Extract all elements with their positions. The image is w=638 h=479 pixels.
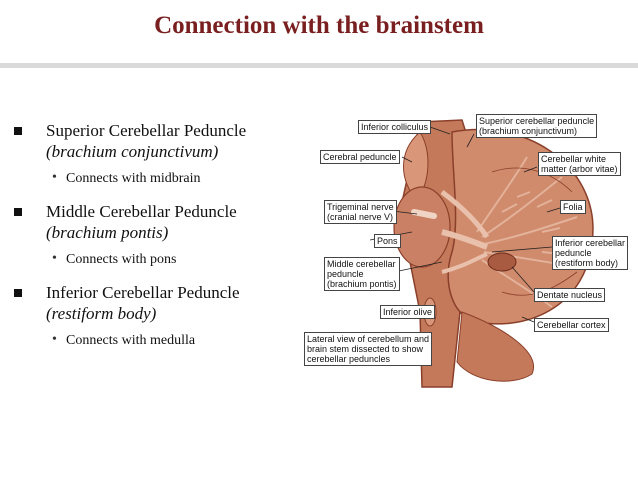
- sub-bullet-text: Connects with pons: [66, 252, 177, 267]
- dot-bullet-icon: •: [52, 251, 57, 266]
- label-line: peduncle: [555, 248, 592, 258]
- title-divider: [0, 63, 638, 68]
- label-line: matter (arbor vitae): [541, 164, 618, 174]
- label-line: (brachium pontis): [327, 279, 397, 289]
- label-line: Middle cerebellar: [327, 259, 396, 269]
- bullet-item: Inferior Cerebellar Peduncle (restiform …: [10, 282, 310, 324]
- figure-caption: Lateral view of cerebellum and brain ste…: [304, 332, 433, 366]
- label-white-matter: Cerebellar white matter (arbor vitae): [538, 152, 621, 176]
- sub-bullet-text: Connects with medulla: [66, 333, 196, 348]
- sub-bullet-item: • Connects with midbrain: [10, 169, 310, 188]
- label-superior-peduncle: Superior cerebellar peduncle (brachium c…: [476, 114, 598, 138]
- bullet-title: Inferior Cerebellar Peduncle: [46, 283, 240, 302]
- label-cerebellar-cortex: Cerebellar cortex: [534, 318, 609, 332]
- square-bullet-icon: [14, 127, 22, 135]
- bullet-item: Middle Cerebellar Peduncle (brachium pon…: [10, 201, 310, 243]
- label-line: Cerebellar white: [541, 154, 607, 164]
- label-cerebral-peduncle: Cerebral peduncle: [320, 150, 400, 164]
- bullet-list: Superior Cerebellar Peduncle (brachium c…: [10, 120, 310, 363]
- caption-line: Lateral view of cerebellum and: [307, 334, 430, 344]
- label-line: (restiform body): [555, 258, 619, 268]
- bullet-title: Superior Cerebellar Peduncle: [46, 121, 247, 140]
- square-bullet-icon: [14, 289, 22, 297]
- label-line: (brachium conjunctivum): [479, 126, 578, 136]
- cerebellum-figure: Inferior colliculus Superior cerebellar …: [302, 112, 632, 392]
- square-bullet-icon: [14, 208, 22, 216]
- label-line: Inferior cerebellar: [555, 238, 626, 248]
- caption-line: brain stem dissected to show: [307, 344, 424, 354]
- label-dentate-nucleus: Dentate nucleus: [534, 288, 606, 302]
- label-inferior-olive: Inferior olive: [380, 305, 436, 319]
- bullet-item: Superior Cerebellar Peduncle (brachium c…: [10, 120, 310, 162]
- label-line: Trigeminal nerve: [327, 202, 394, 212]
- sub-bullet-item: • Connects with medulla: [10, 331, 310, 350]
- slide-title: Connection with the brainstem: [154, 12, 484, 39]
- label-trigeminal-nerve: Trigeminal nerve (cranial nerve V): [324, 200, 397, 224]
- label-line: peduncle: [327, 269, 364, 279]
- label-line: Superior cerebellar peduncle: [479, 116, 595, 126]
- label-middle-peduncle: Middle cerebellar peduncle (brachium pon…: [324, 257, 400, 291]
- bullet-title: Middle Cerebellar Peduncle: [46, 202, 237, 221]
- label-pons: Pons: [374, 234, 401, 248]
- label-inferior-peduncle: Inferior cerebellar peduncle (restiform …: [552, 236, 629, 270]
- sub-bullet-item: • Connects with pons: [10, 250, 310, 269]
- sub-bullet-text: Connects with midbrain: [66, 171, 201, 186]
- caption-line: cerebellar peduncles: [307, 354, 391, 364]
- bullet-subtitle: (brachium conjunctivum): [46, 142, 219, 161]
- bullet-subtitle: (brachium pontis): [46, 223, 169, 242]
- dot-bullet-icon: •: [52, 332, 57, 347]
- label-folia: Folia: [560, 200, 586, 214]
- brainstem-illustration: [369, 119, 594, 388]
- label-line: (cranial nerve V): [327, 212, 394, 222]
- label-inferior-colliculus: Inferior colliculus: [358, 120, 432, 134]
- dot-bullet-icon: •: [52, 170, 57, 185]
- bullet-subtitle: (restiform body): [46, 304, 157, 323]
